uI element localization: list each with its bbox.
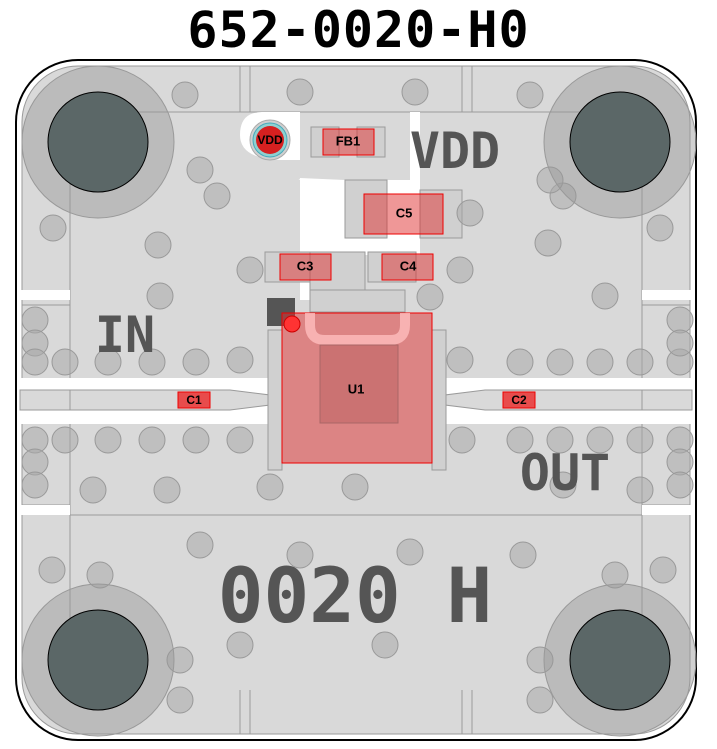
- pin1-dot: [283, 315, 301, 333]
- via: [182, 426, 210, 454]
- via: [646, 214, 674, 242]
- via: [626, 426, 654, 454]
- via: [226, 426, 254, 454]
- via: [226, 346, 254, 374]
- via: [138, 426, 166, 454]
- via: [186, 531, 214, 559]
- mounting-holes: [21, 65, 697, 737]
- via: [171, 81, 199, 109]
- via: [549, 471, 577, 499]
- via: [86, 561, 114, 589]
- silk-vdd: VDD: [410, 122, 500, 180]
- via: [144, 231, 172, 259]
- c2-label: C2: [511, 393, 527, 407]
- via: [138, 348, 166, 376]
- via: [591, 282, 619, 310]
- via: [371, 631, 399, 659]
- via: [94, 426, 122, 454]
- c1[interactable]: C1: [177, 391, 211, 409]
- via: [146, 282, 174, 310]
- via: [286, 541, 314, 569]
- via: [534, 229, 562, 257]
- via: [509, 541, 537, 569]
- via: [186, 156, 214, 184]
- mounting-hole: [569, 609, 671, 711]
- silk-part-number: 0020 H: [218, 551, 493, 640]
- via: [396, 538, 424, 566]
- via: [21, 306, 49, 334]
- via: [226, 631, 254, 659]
- via: [256, 473, 284, 501]
- mounting-hole: [569, 91, 671, 193]
- via: [456, 199, 484, 227]
- via: [526, 686, 554, 714]
- via: [586, 348, 614, 376]
- via: [448, 426, 476, 454]
- u1-label: U1: [348, 381, 365, 396]
- mounting-hole: [47, 91, 149, 193]
- via-field: [21, 78, 694, 714]
- via: [666, 306, 694, 334]
- via: [506, 348, 534, 376]
- via: [586, 426, 614, 454]
- via: [39, 214, 67, 242]
- via: [626, 348, 654, 376]
- via: [666, 471, 694, 499]
- via: [21, 348, 49, 376]
- c3-label: C3: [297, 258, 314, 273]
- board-title: 652-0020-H0: [187, 1, 530, 59]
- via: [166, 686, 194, 714]
- via: [546, 426, 574, 454]
- via: [666, 329, 694, 357]
- fb1[interactable]: FB1: [322, 128, 375, 156]
- c5-label: C5: [396, 205, 413, 220]
- via: [94, 348, 122, 376]
- via: [21, 471, 49, 499]
- via: [203, 182, 231, 210]
- via: [446, 256, 474, 284]
- vdd-pad-label: VDD: [257, 133, 283, 147]
- via: [416, 283, 444, 311]
- via: [546, 348, 574, 376]
- via: [79, 476, 107, 504]
- via: [286, 78, 314, 106]
- c3[interactable]: C3: [279, 253, 332, 281]
- via: [51, 348, 79, 376]
- via: [21, 448, 49, 476]
- via: [506, 426, 534, 454]
- via: [649, 556, 677, 584]
- via: [526, 646, 554, 674]
- via: [153, 476, 181, 504]
- via: [601, 561, 629, 589]
- via: [666, 448, 694, 476]
- c4-label: C4: [400, 258, 417, 273]
- via: [182, 348, 210, 376]
- c5[interactable]: C5: [363, 193, 444, 235]
- via: [341, 473, 369, 501]
- rf-input-trace: [19, 389, 271, 411]
- c1-label: C1: [186, 393, 202, 407]
- c2[interactable]: C2: [502, 391, 536, 409]
- rf-output-trace: [444, 389, 693, 411]
- via: [236, 256, 264, 284]
- via: [536, 166, 564, 194]
- vdd-pad[interactable]: VDD: [249, 119, 291, 161]
- via: [516, 81, 544, 109]
- via: [51, 426, 79, 454]
- c4[interactable]: C4: [381, 253, 434, 281]
- fb1-label: FB1: [336, 133, 361, 148]
- u1-chip[interactable]: U1: [281, 312, 433, 464]
- mounting-hole: [47, 609, 149, 711]
- silk-in: IN: [95, 306, 155, 364]
- via: [38, 556, 66, 584]
- via: [401, 78, 429, 106]
- via: [626, 476, 654, 504]
- via: [446, 346, 474, 374]
- silk-out: OUT: [520, 444, 610, 502]
